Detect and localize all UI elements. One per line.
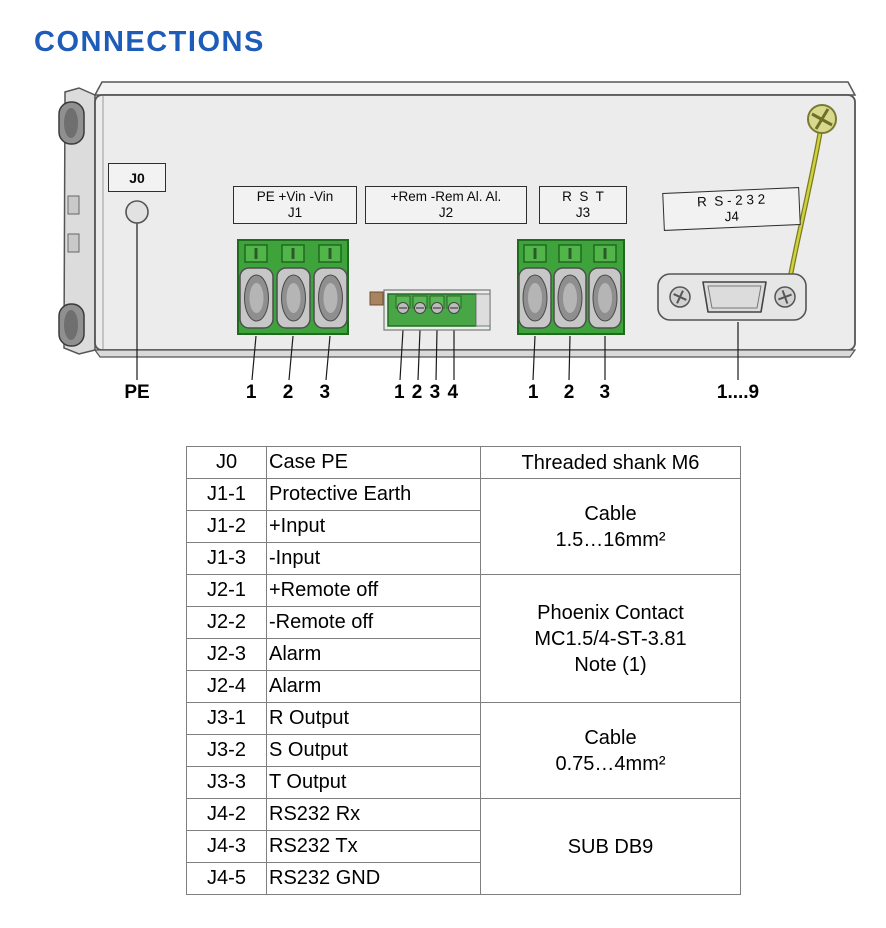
j3-pin-numbers: 1 2 3 [527, 382, 611, 403]
desc-cell: T Output [266, 766, 481, 799]
j4-name-label: J4 [724, 208, 740, 225]
j3-name-label: J3 [575, 205, 591, 220]
table-row: J1-1 Protective Earth Cable 1.5…16mm² [186, 478, 741, 575]
pe-pin-label: PE [124, 382, 150, 403]
j4-label-box: R S - 2 3 2 J4 [662, 187, 801, 231]
j1-name-label: J1 [287, 205, 303, 220]
j2-signals-label: +Rem -Rem Al. Al. [390, 189, 502, 204]
rear-panel-drawing [58, 81, 857, 381]
table-row: J1-3 -Input [186, 542, 741, 575]
pin-cell: J2-3 [186, 638, 267, 671]
pin-cell: J4-2 [186, 798, 267, 831]
pin-cell: J0 [186, 446, 267, 479]
pin-cell: J3-3 [186, 766, 267, 799]
desc-cell: RS232 GND [266, 862, 481, 895]
db9-connector [657, 273, 807, 321]
j2-pin-numbers: 1 2 3 4 [393, 382, 459, 403]
page-title: CONNECTIONS [34, 26, 265, 58]
desc-cell: -Input [266, 542, 481, 575]
desc-cell: -Remote off [266, 606, 481, 639]
pin-cell: J1-3 [186, 542, 267, 575]
ground-screw [807, 104, 837, 134]
desc-cell: +Remote off [266, 574, 481, 607]
pin-cell: J2-4 [186, 670, 267, 703]
desc-cell: R Output [266, 702, 481, 735]
table-row: J2-3 Alarm [186, 638, 741, 671]
mounting-bracket [58, 87, 96, 355]
table-row: J3-1 R Output Cable 0.75…4mm² [186, 702, 741, 799]
note-cell: Threaded shank M6 [480, 446, 741, 479]
j0-label-box: J0 [108, 163, 166, 192]
j1-pin-numbers: 1 2 3 [245, 382, 331, 403]
pin-cell: J3-2 [186, 734, 267, 767]
pin-cell: J1-1 [186, 478, 267, 511]
desc-cell: Protective Earth [266, 478, 481, 511]
j2-label-box: +Rem -Rem Al. Al. J2 [365, 186, 527, 224]
j3-signals-label: R S T [562, 189, 604, 204]
note-cell: Cable 1.5…16mm² [480, 478, 741, 575]
table-row: J1-2 +Input [186, 510, 741, 543]
j4-pin-range: 1....9 [716, 382, 760, 403]
table-row: J2-1 +Remote off Phoenix Contact MC1.5/4… [186, 574, 741, 703]
j4-signals-label: R S - 2 3 2 [696, 191, 766, 210]
pe-stud [125, 200, 149, 224]
desc-cell: Alarm [266, 670, 481, 703]
pin-cell: J2-1 [186, 574, 267, 607]
desc-cell: Alarm [266, 638, 481, 671]
desc-cell: Case PE [266, 446, 481, 479]
table-row: J2-4 Alarm [186, 670, 741, 703]
table-row: J4-2 RS232 Rx SUB DB9 [186, 798, 741, 895]
table-row: J4-3 RS232 Tx [186, 830, 741, 863]
table-row: J4-5 RS232 GND [186, 862, 741, 895]
note-cell: SUB DB9 [480, 798, 741, 895]
desc-cell: S Output [266, 734, 481, 767]
note-cell: Cable 0.75…4mm² [480, 702, 741, 799]
pin-cell: J1-2 [186, 510, 267, 543]
j1-signals-label: PE +Vin -Vin [256, 189, 334, 204]
table-row: J0 Case PE Threaded shank M6 [186, 446, 741, 479]
j2-connector [369, 289, 491, 331]
j3-label-box: R S T J3 [539, 186, 627, 224]
j3-terminal-block [517, 239, 625, 335]
pin-leader-lines [136, 223, 739, 381]
note-cell: Phoenix Contact MC1.5/4-ST-3.81 Note (1) [480, 574, 741, 703]
connections-table: J0 Case PE Threaded shank M6 J1-1 Protec… [186, 446, 741, 895]
pin-cell: J4-5 [186, 862, 267, 895]
desc-cell: +Input [266, 510, 481, 543]
desc-cell: RS232 Tx [266, 830, 481, 863]
table-row: J3-3 T Output [186, 766, 741, 799]
pin-cell: J4-3 [186, 830, 267, 863]
j1-label-box: PE +Vin -Vin J1 [233, 186, 357, 224]
j2-name-label: J2 [438, 205, 454, 220]
j1-terminal-block [237, 239, 349, 335]
pin-cell: J3-1 [186, 702, 267, 735]
pin-cell: J2-2 [186, 606, 267, 639]
desc-cell: RS232 Rx [266, 798, 481, 831]
j0-label: J0 [129, 169, 145, 186]
rear-panel-diagram: J0 PE +Vin -Vin J1 +Rem -Rem Al. Al. J2 … [52, 78, 868, 418]
